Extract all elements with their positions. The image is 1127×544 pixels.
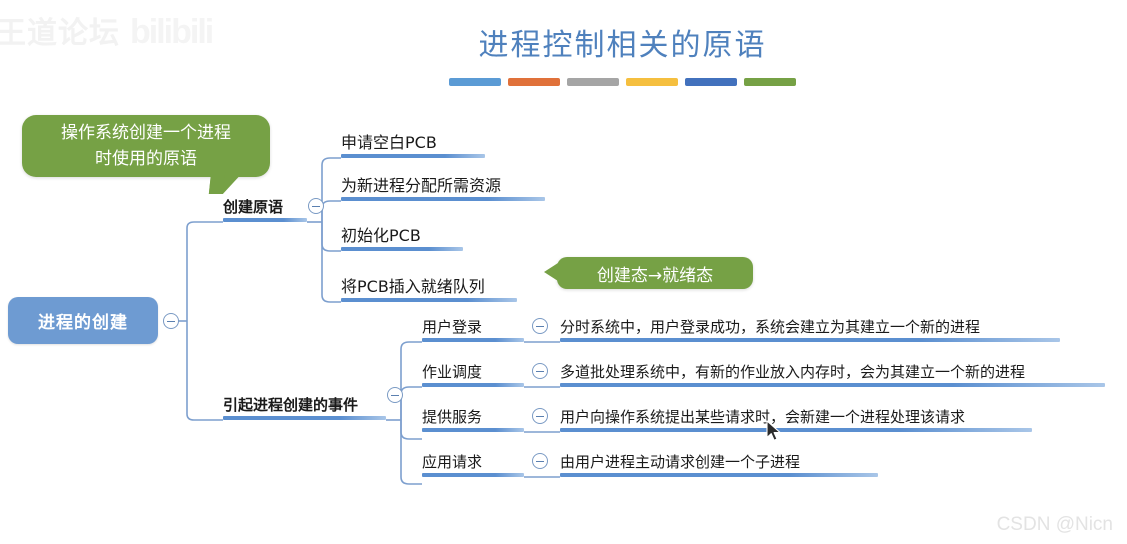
accent-bar-group bbox=[449, 73, 796, 91]
callout-state-transition: 创建态→就绪态 bbox=[544, 257, 753, 289]
detail-node-job-scheduling[interactable]: 多道批处理系统中，有新的作业放入内存时，会为其建立一个新的进程 bbox=[560, 361, 1105, 387]
bar-dark-blue bbox=[685, 77, 737, 86]
collapse-toggle-user-login[interactable] bbox=[532, 318, 548, 334]
detail-node-user-login[interactable]: 分时系统中，用户登录成功，系统会建立为其建立一个新的进程 bbox=[560, 316, 1060, 342]
branch-node-create-primitive[interactable]: 创建原语 bbox=[223, 196, 307, 222]
node-event-user-login[interactable]: 用户登录 bbox=[422, 316, 524, 342]
underline-event-provide-service bbox=[422, 428, 524, 432]
leaf-node-insert-ready-queue[interactable]: 将PCB插入就绪队列 bbox=[341, 272, 517, 302]
leaf-underline-apply-blank-pcb bbox=[341, 154, 485, 158]
detail-text-provide-service: 用户向操作系统提出某些请求时，会新建一个进程处理该请求 bbox=[560, 408, 966, 426]
bar-green bbox=[744, 77, 796, 86]
collapse-toggle-application-request[interactable] bbox=[532, 453, 548, 469]
underline-event-job-scheduling bbox=[422, 383, 524, 387]
leaf-node-allocate-resources[interactable]: 为新进程分配所需资源 bbox=[341, 171, 545, 201]
label-event-provide-service: 提供服务 bbox=[422, 408, 483, 426]
label-event-job-scheduling: 作业调度 bbox=[422, 363, 483, 381]
bar-gray bbox=[567, 77, 619, 86]
leaf-node-init-pcb[interactable]: 初始化PCB bbox=[341, 221, 463, 251]
label-event-application-request: 应用请求 bbox=[422, 453, 483, 471]
detail-underline-application-request bbox=[560, 473, 878, 477]
leaf-label-apply-blank-pcb: 申请空白PCB bbox=[341, 133, 437, 152]
root-node-label: 进程的创建 bbox=[38, 313, 128, 332]
page-title: 进程控制相关的原语 bbox=[0, 20, 1127, 64]
leaf-label-insert-ready-queue: 将PCB插入就绪队列 bbox=[341, 277, 485, 296]
mouse-pointer-icon bbox=[766, 420, 781, 441]
detail-underline-job-scheduling bbox=[560, 383, 1105, 387]
detail-text-user-login: 分时系统中，用户登录成功，系统会建立为其建立一个新的进程 bbox=[560, 318, 981, 336]
branch-label-creation-events: 引起进程创建的事件 bbox=[223, 396, 359, 414]
watermark-top-left: 王道论坛 bilibili bbox=[0, 8, 214, 52]
branch-underline-creation-events bbox=[223, 416, 386, 420]
leaf-underline-insert-ready-queue bbox=[341, 298, 517, 302]
bar-yellow bbox=[626, 77, 678, 86]
branch-node-creation-events[interactable]: 引起进程创建的事件 bbox=[223, 394, 386, 420]
accent-bar-row bbox=[0, 73, 1127, 91]
underline-event-application-request bbox=[422, 473, 524, 477]
underline-event-user-login bbox=[422, 338, 524, 342]
node-event-application-request[interactable]: 应用请求 bbox=[422, 451, 524, 477]
leaf-label-init-pcb: 初始化PCB bbox=[341, 226, 421, 245]
collapse-toggle-creation-events[interactable] bbox=[387, 387, 403, 403]
leaf-underline-init-pcb bbox=[341, 247, 463, 251]
label-event-user-login: 用户登录 bbox=[422, 318, 483, 336]
collapse-toggle-provide-service[interactable] bbox=[532, 408, 548, 424]
callout-tail-icon bbox=[208, 172, 244, 194]
leaf-node-apply-blank-pcb[interactable]: 申请空白PCB bbox=[341, 128, 485, 158]
leaf-underline-allocate-resources bbox=[341, 197, 545, 201]
callout-line-1: 操作系统创建一个进程 bbox=[61, 123, 231, 143]
detail-node-application-request[interactable]: 由用户进程主动请求创建一个子进程 bbox=[560, 451, 878, 477]
watermark-bilibili-text: bilibili bbox=[130, 13, 214, 51]
callout-state-text: 创建态→就绪态 bbox=[596, 265, 714, 286]
detail-underline-user-login bbox=[560, 338, 1060, 342]
bar-orange bbox=[508, 77, 560, 86]
root-node[interactable]: 进程的创建 bbox=[8, 297, 158, 344]
node-event-job-scheduling[interactable]: 作业调度 bbox=[422, 361, 524, 387]
callout-os-create-primitives: 操作系统创建一个进程 时使用的原语 bbox=[22, 115, 270, 194]
root-collapse-toggle[interactable] bbox=[163, 313, 179, 329]
leaf-label-allocate-resources: 为新进程分配所需资源 bbox=[341, 176, 502, 195]
collapse-toggle-job-scheduling[interactable] bbox=[532, 363, 548, 379]
bar-light-blue bbox=[449, 77, 501, 86]
branch-label-create-primitive: 创建原语 bbox=[223, 198, 284, 216]
page-title-text: 进程控制相关的原语 bbox=[478, 28, 767, 63]
detail-text-application-request: 由用户进程主动请求创建一个子进程 bbox=[560, 453, 801, 471]
callout-tail-icon bbox=[544, 263, 558, 281]
collapse-toggle-create-primitive[interactable] bbox=[308, 198, 324, 214]
detail-underline-provide-service bbox=[560, 428, 1032, 432]
node-event-provide-service[interactable]: 提供服务 bbox=[422, 406, 524, 432]
detail-node-provide-service[interactable]: 用户向操作系统提出某些请求时，会新建一个进程处理该请求 bbox=[560, 406, 1032, 432]
watermark-csdn: CSDN @Nicn bbox=[996, 514, 1113, 535]
detail-text-job-scheduling: 多道批处理系统中，有新的作业放入内存时，会为其建立一个新的进程 bbox=[560, 363, 1026, 381]
branch-underline-create-primitive bbox=[223, 218, 307, 222]
callout-line-2: 时使用的原语 bbox=[95, 149, 197, 169]
watermark-forum-text: 王道论坛 bbox=[0, 17, 120, 50]
